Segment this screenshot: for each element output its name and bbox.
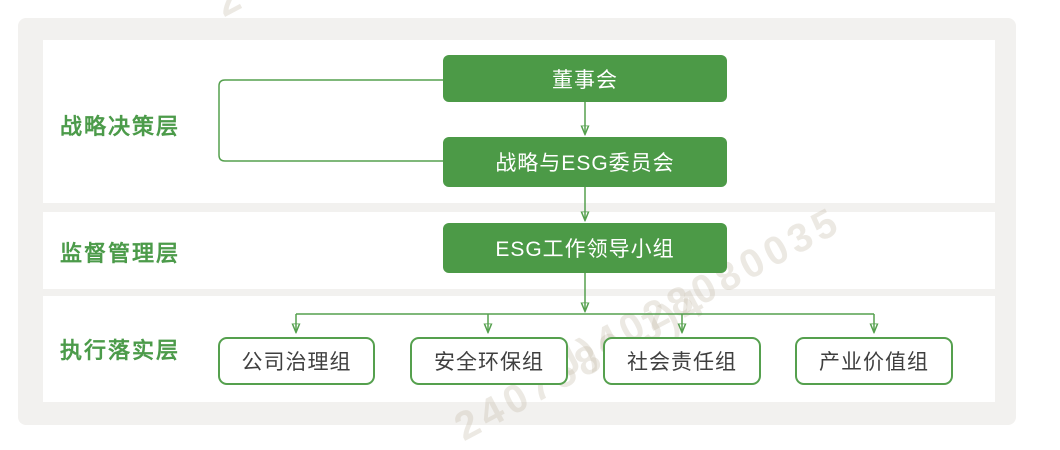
org-node-board-of-directors: 董事会: [443, 55, 727, 102]
layer-label-strategic-decision: 战略决策层: [60, 114, 181, 139]
layer-label-supervision-management: 监督管理层: [60, 241, 181, 266]
org-node-esg-leading-group: ESG工作领导小组: [443, 223, 727, 273]
org-node-strategy-esg-committee: 战略与ESG委员会: [443, 137, 727, 187]
org-node-social-responsibility-group: 社会责任组: [603, 337, 761, 385]
layer-label-execution-implementation: 执行落实层: [60, 338, 181, 363]
org-node-safety-environment-group: 安全环保组: [410, 337, 568, 385]
org-node-corporate-governance-group: 公司治理组: [218, 337, 375, 385]
org-node-industry-value-group: 产业价值组: [795, 337, 953, 385]
